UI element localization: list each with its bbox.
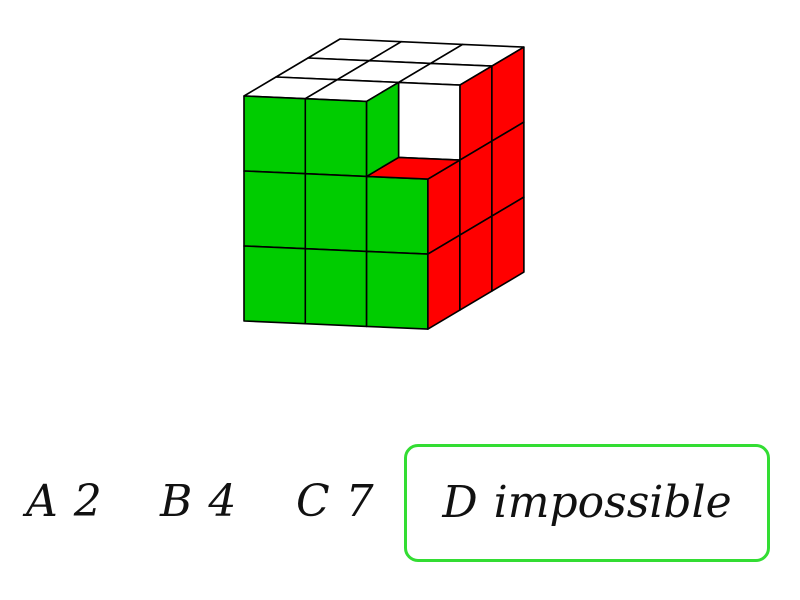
front-sticker bbox=[243, 170, 307, 250]
option-a-value: 2 bbox=[73, 476, 102, 527]
front-sticker bbox=[365, 175, 429, 255]
option-d-letter: D bbox=[442, 477, 478, 528]
rubiks-cube-figure bbox=[243, 38, 525, 330]
front-sticker bbox=[304, 247, 368, 328]
right-sticker bbox=[491, 196, 525, 292]
front-sticker bbox=[304, 97, 368, 178]
front-sticker bbox=[365, 250, 429, 330]
front-sticker bbox=[243, 245, 307, 325]
front-sticker bbox=[304, 172, 368, 253]
option-c-letter: C bbox=[296, 476, 330, 527]
notch-side-sticker bbox=[365, 81, 400, 178]
option-c-value: 7 bbox=[345, 476, 374, 527]
option-d-value: impossible bbox=[493, 477, 732, 528]
notch-front-sticker bbox=[397, 81, 461, 161]
option-b-letter: B bbox=[160, 476, 193, 527]
option-a-letter: A bbox=[26, 476, 58, 527]
front-sticker bbox=[243, 95, 307, 175]
option-b-value: 4 bbox=[208, 476, 237, 527]
